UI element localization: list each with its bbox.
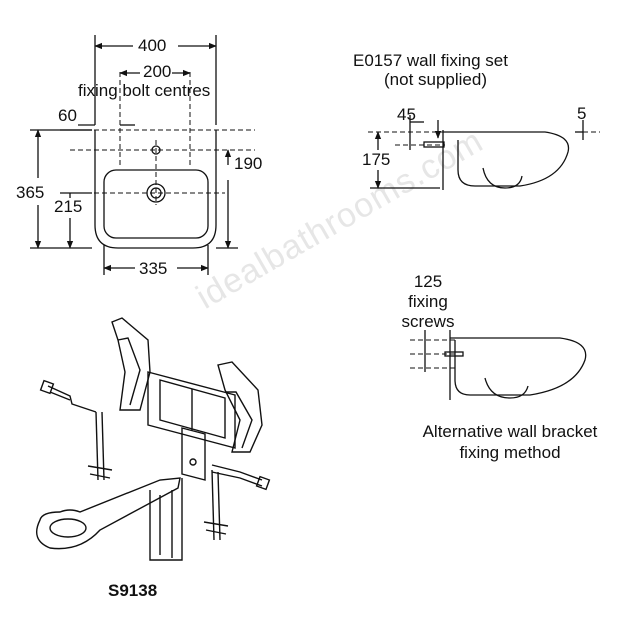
basin-side-profile xyxy=(443,131,570,187)
left-fixing-bolt xyxy=(39,379,113,481)
bracket-frame xyxy=(147,371,236,449)
right-fixing-bolt xyxy=(203,464,271,541)
alt-method-title-line2: fixing method xyxy=(459,443,561,462)
bracket-leg xyxy=(181,427,206,481)
bracket-right-arm xyxy=(217,361,263,453)
dim-fixing-depth-label: 45 xyxy=(397,105,416,124)
fixing-set-label: E0157 wall fixing set xyxy=(353,51,508,70)
dim-fixing-height-label: 175 xyxy=(362,150,391,169)
dim-waste-height-label: 215 xyxy=(54,197,83,216)
dim-left-offset-label: 60 xyxy=(58,106,77,125)
bracket-left-arm xyxy=(111,317,151,411)
alt-method-title-line1: Alternative wall bracket xyxy=(422,422,598,441)
dim-bowl-width-label: 335 xyxy=(139,259,168,278)
not-supplied-label: (not supplied) xyxy=(384,70,488,89)
screw-caption-line2: screws xyxy=(401,312,455,331)
wall-bracket-drawing xyxy=(36,317,271,561)
front-view-drawing xyxy=(30,35,255,275)
product-code-label: S9138 xyxy=(108,581,158,600)
dim-overall-height-label: 365 xyxy=(16,183,45,202)
basin-bowl xyxy=(103,169,209,239)
screw-caption-line1: fixing xyxy=(408,292,448,311)
dim-tap-hole-label: 190 xyxy=(234,154,263,173)
support-arm xyxy=(36,477,183,561)
basin-outline xyxy=(94,130,217,249)
bolt-centres-caption: fixing bolt centres xyxy=(78,81,211,100)
basin-alt-profile xyxy=(450,337,587,396)
dim-width-label: 400 xyxy=(138,36,167,55)
dim-screw-length-label: 125 xyxy=(413,272,443,291)
alt-view-drawing xyxy=(410,330,587,400)
dim-rim-offset-label: 5 xyxy=(577,104,587,123)
side-view-drawing xyxy=(368,115,600,190)
dim-bolt-centres-label: 200 xyxy=(143,62,172,81)
